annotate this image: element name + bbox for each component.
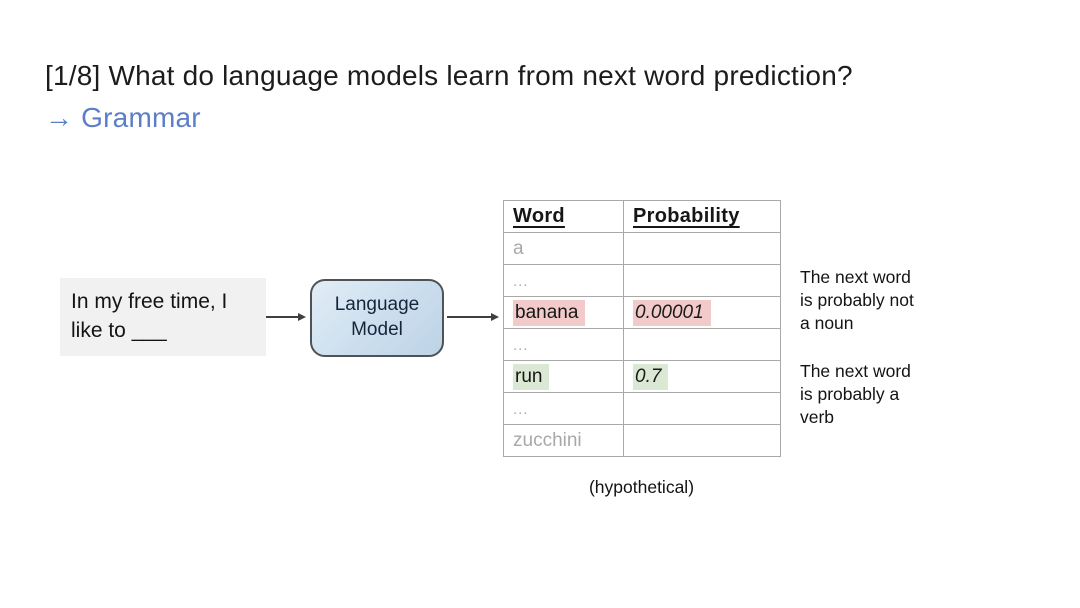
input-prompt-box: In my free time, I like to ___	[60, 278, 266, 356]
prob-cell-run: 0.7	[633, 363, 669, 390]
probability-table: Word Probability a ... banana 0.00001	[503, 200, 781, 457]
table-row-run: run 0.7	[503, 360, 781, 393]
table-row: ...	[503, 264, 781, 297]
table-row-banana: banana 0.00001	[503, 296, 781, 329]
table-row: ...	[503, 392, 781, 425]
annotation-verb: The next word is probably a verb	[800, 361, 911, 427]
table-row: ...	[503, 328, 781, 361]
table-row: a	[503, 232, 781, 265]
language-model-label: Language Model	[334, 294, 420, 340]
slide-subtitle: → Grammar	[45, 102, 201, 133]
slide-title: [1/8] What do language models learn from…	[45, 60, 853, 91]
table-row-zucchini: zucchini	[503, 424, 781, 457]
arrow-input-to-model	[266, 313, 306, 321]
word-cell-zucchini: zucchini	[513, 429, 582, 451]
prob-cell-banana: 0.00001	[633, 299, 711, 326]
word-cell: ...	[513, 400, 529, 418]
word-cell-banana: banana	[513, 299, 586, 326]
arrow-model-to-table	[447, 313, 499, 321]
header-probability: Probability	[623, 200, 781, 233]
probability-table-wrap: Word Probability a ... banana 0.00001	[503, 200, 781, 457]
header-probability-label: Probability	[633, 205, 740, 227]
input-prompt-text: In my free time, I like to ___	[71, 290, 228, 342]
word-cell-run: run	[513, 363, 550, 390]
title-block: [1/8] What do language models learn from…	[45, 60, 853, 134]
language-model-box: Language Model	[310, 279, 444, 357]
word-cell: ...	[513, 336, 529, 354]
word-cell: a	[513, 237, 524, 259]
word-cell: ...	[513, 272, 529, 290]
table-caption-hypothetical: (hypothetical)	[588, 477, 695, 497]
header-word-label: Word	[513, 205, 565, 227]
annotation-not-noun: The next word is probably not a noun	[800, 267, 914, 333]
table-header-row: Word Probability	[503, 200, 781, 233]
header-word: Word	[503, 200, 624, 233]
